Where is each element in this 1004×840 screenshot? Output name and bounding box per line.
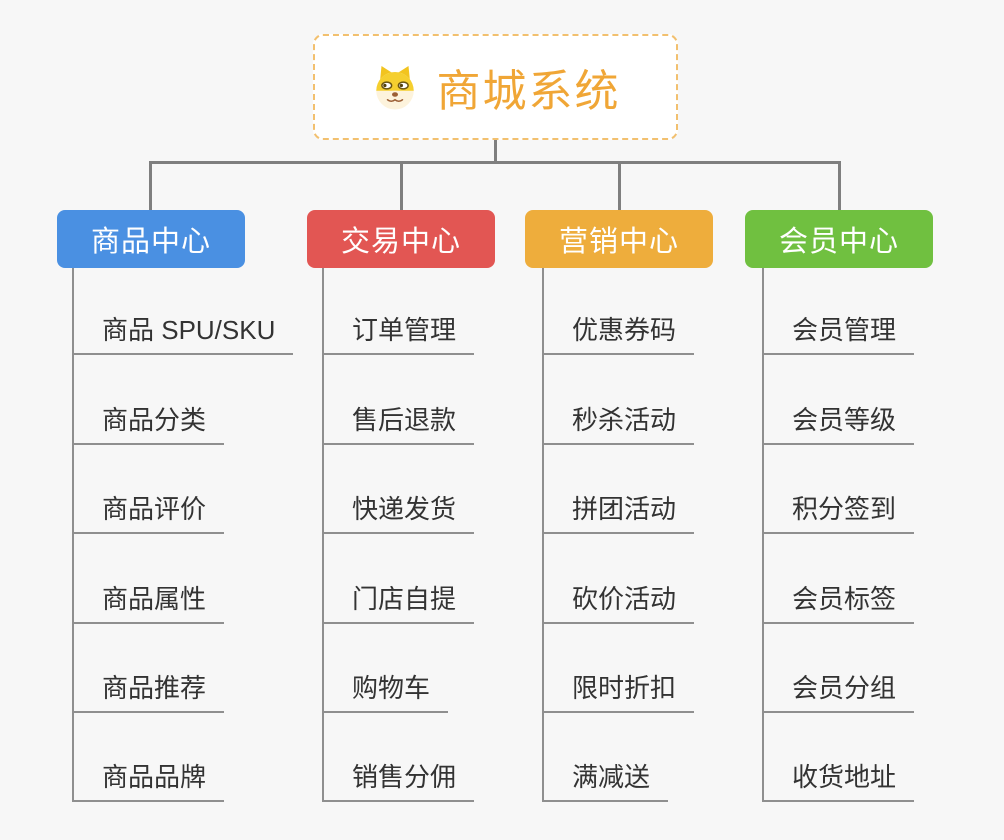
connector-drop-4 (838, 163, 841, 210)
subtopic-item[interactable]: 快递发货 (322, 492, 475, 534)
subtopic-item[interactable]: 会员等级 (762, 403, 915, 445)
root-topic-label: 商城系统 (436, 67, 621, 116)
subtopic-item[interactable]: 限时折扣 (542, 671, 695, 713)
subtopic-item[interactable]: 商品属性 (72, 582, 225, 624)
branch-spine-product (72, 268, 74, 802)
subtopic-item[interactable]: 砍价活动 (542, 582, 695, 624)
subtopic-item[interactable]: 秒杀活动 (542, 403, 695, 445)
branch-spine-trade (322, 268, 324, 802)
subtopic-item[interactable]: 订单管理 (322, 313, 475, 355)
subtopic-item[interactable]: 商品评价 (72, 492, 225, 534)
connector-drop-3 (618, 163, 621, 210)
connector-bus (149, 161, 841, 164)
branch-topic-trade-center[interactable]: 交易中心 (307, 210, 495, 268)
subtopic-item[interactable]: 会员标签 (762, 582, 915, 624)
subtopic-item[interactable]: 会员管理 (762, 313, 915, 355)
subtopic-item[interactable]: 售后退款 (322, 403, 475, 445)
branch-topic-product-center[interactable]: 商品中心 (57, 210, 245, 268)
subtopic-item[interactable]: 收货地址 (762, 760, 915, 802)
subtopic-item[interactable]: 商品品牌 (72, 760, 225, 802)
subtopic-item[interactable]: 商品 SPU/SKU (72, 313, 294, 355)
subtopic-item[interactable]: 拼团活动 (542, 492, 695, 534)
subtopic-item[interactable]: 满减送 (542, 760, 669, 802)
subtopic-item[interactable]: 商品推荐 (72, 671, 225, 713)
doge-icon (375, 66, 414, 110)
root-topic[interactable]: 商城系统 (313, 34, 678, 140)
branch-spine-member (762, 268, 764, 802)
subtopic-item[interactable]: 销售分佣 (322, 760, 475, 802)
connector-drop-2 (400, 163, 403, 210)
connector-drop-1 (149, 163, 152, 210)
subtopic-item[interactable]: 优惠券码 (542, 313, 695, 355)
branch-topic-member-center[interactable]: 会员中心 (745, 210, 933, 268)
subtopic-item[interactable]: 门店自提 (322, 582, 475, 624)
branch-spine-marketing (542, 268, 544, 802)
subtopic-item[interactable]: 会员分组 (762, 671, 915, 713)
subtopic-item[interactable]: 商品分类 (72, 403, 225, 445)
subtopic-item[interactable]: 积分签到 (762, 492, 915, 534)
branch-topic-marketing-center[interactable]: 营销中心 (525, 210, 713, 268)
subtopic-item[interactable]: 购物车 (322, 671, 449, 713)
connector-root-stem (494, 140, 497, 163)
